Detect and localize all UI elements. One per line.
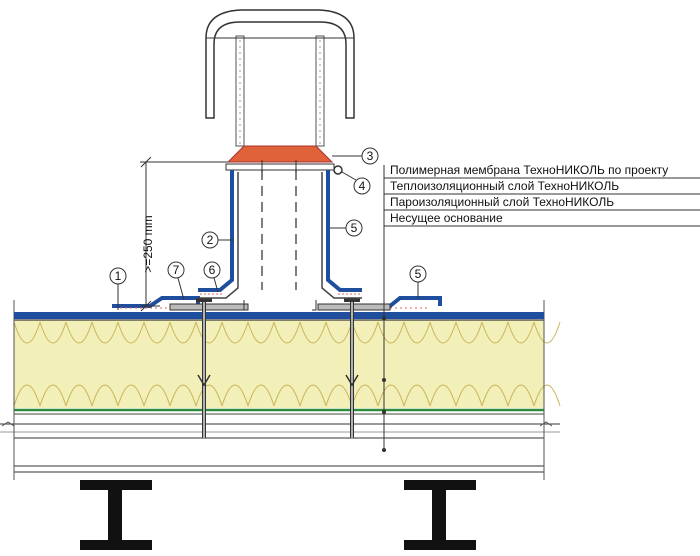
vapor-barrier-layer xyxy=(14,408,544,415)
callout-6-number: 6 xyxy=(209,263,216,277)
insulation-fiber xyxy=(273,321,301,407)
callout-3-marker xyxy=(361,147,379,165)
load-bearing-deck xyxy=(0,300,560,480)
legend-item-thermal-insulation: Теплоизоляционный слой ТехноНИКОЛЬ xyxy=(390,179,619,193)
insulation-fiber xyxy=(65,321,93,407)
clamp xyxy=(333,165,343,175)
callout-3-number: 3 xyxy=(367,149,374,163)
fastener-right xyxy=(344,298,360,438)
insulation-fiber xyxy=(533,321,561,407)
callout-1-number: 1 xyxy=(115,269,122,283)
steel-i-beam-right xyxy=(404,480,476,550)
dimension-label: >=250 mm xyxy=(141,215,155,272)
insulation-layer xyxy=(13,319,561,408)
insulation-fiber xyxy=(507,321,535,407)
callout-5-upper-marker xyxy=(345,219,363,237)
fastener-left xyxy=(196,298,212,438)
roof-membrane xyxy=(14,296,544,319)
insulation-fiber xyxy=(455,321,483,407)
legend: Полимерная мембрана ТехноНИКОЛЬ по проек… xyxy=(390,163,668,225)
insulation-fiber xyxy=(39,321,67,407)
legend-item-load-bearing-base: Несущее основание xyxy=(390,211,503,225)
insulation-fiber xyxy=(481,321,509,407)
height-dimension: >=250 mm xyxy=(140,156,228,312)
insulation-fiber-pattern xyxy=(13,321,561,407)
legend-item-membrane: Полимерная мембрана ТехноНИКОЛЬ по проек… xyxy=(390,163,668,177)
callout-1-marker xyxy=(109,267,127,285)
callout-5-right-marker xyxy=(409,265,427,283)
insulation-fiber xyxy=(403,321,431,407)
callout-4-marker xyxy=(353,177,371,195)
insulation-fiber xyxy=(299,321,327,407)
insulation-fiber xyxy=(351,321,379,407)
callouts: 1 2 3 4 5 5 6 7 xyxy=(109,147,427,310)
insulation-fiber xyxy=(13,321,41,407)
steel-i-beam-left xyxy=(80,480,152,550)
membrane-upstand xyxy=(198,170,362,311)
callout-7-marker xyxy=(167,261,185,279)
legend-leaders xyxy=(382,165,700,452)
insulation-fiber xyxy=(195,321,223,407)
insulation-fiber xyxy=(377,321,405,407)
callout-7-number: 7 xyxy=(173,263,180,277)
insulation-fiber xyxy=(429,321,457,407)
sealant-ring xyxy=(226,145,334,163)
insulation-fiber xyxy=(247,321,275,407)
insulation-fiber xyxy=(117,321,145,407)
insulation-fiber xyxy=(143,321,171,407)
legend-item-vapor-barrier: Пароизоляционный слой ТехноНИКОЛЬ xyxy=(390,195,614,209)
insulation-fiber xyxy=(91,321,119,407)
callout-4-number: 4 xyxy=(359,179,366,193)
insulation-fiber xyxy=(221,321,249,407)
callout-5-upper-number: 5 xyxy=(351,221,358,235)
insulation-fiber xyxy=(325,321,353,407)
callout-6-marker xyxy=(203,261,221,279)
vent-pipe xyxy=(205,9,355,290)
insulation-fiber xyxy=(169,321,197,407)
callout-2-number: 2 xyxy=(207,233,214,247)
callout-2-marker xyxy=(201,231,219,249)
callout-5-right-number: 5 xyxy=(415,267,422,281)
